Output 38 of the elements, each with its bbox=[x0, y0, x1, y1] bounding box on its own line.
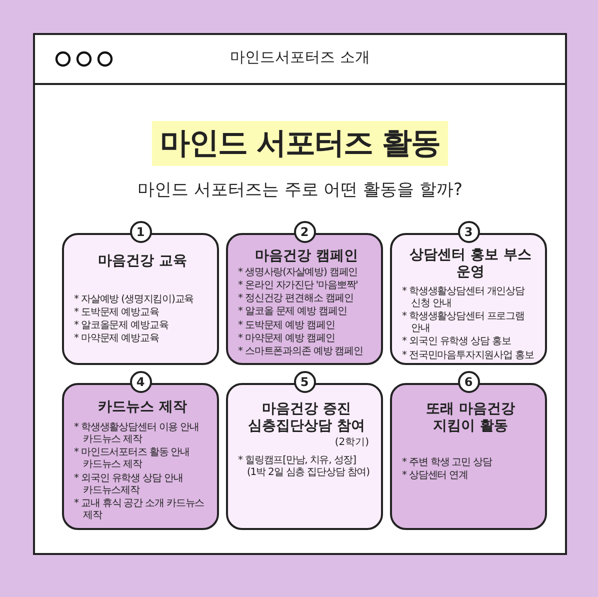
number-badge: 3 bbox=[458, 221, 480, 243]
number-badge: 6 bbox=[458, 371, 480, 393]
bullet-item: * 상담센터 연계 bbox=[402, 470, 469, 482]
bullet-item: * 외국인 유학생 상담 홍보 bbox=[402, 336, 512, 349]
bullet-item: * 마약문제 예방교육 bbox=[74, 333, 160, 346]
bullet-item: * 교내 휴식 공간 소개 카드뉴스 제작 bbox=[74, 498, 206, 522]
bullet-item: * 학생생활상담센터 이용 안내 카드뉴스 제작 bbox=[74, 422, 200, 446]
bullet-item: * 마인드서포터즈 활동 안내 카드뉴스 제작 bbox=[74, 447, 191, 472]
subtitle-question: 마인드 서포터즈는 주로 어떤 활동을 할까? bbox=[137, 179, 463, 201]
bullet-item: * 외국인 유학생 상담 안내 카드뉴스제작 bbox=[74, 472, 184, 497]
card-note: (2학기) bbox=[334, 436, 369, 449]
bullet-item: * 학생생활상담센터 개인상담 신청 안내 bbox=[402, 286, 526, 310]
window-title: 마인드서포터즈 소개 bbox=[230, 48, 370, 67]
number-badge: 4 bbox=[130, 371, 152, 393]
bullet-item: * 알코올문제 예방교육 bbox=[74, 320, 170, 332]
bullet-item: * 생명사랑(자살예방) 캠페인 bbox=[238, 266, 359, 279]
bullet-item: * 전국민마음투자지원사업 홍보 bbox=[402, 350, 535, 362]
bullet-item: * 주변 학생 고민 상담 bbox=[402, 456, 494, 469]
bullet-item: * 힐링캠프[만남, 치유, 성장] (1박 2일 심층 집단상담 참여) bbox=[238, 454, 370, 479]
bullet-item: * 마약문제 예방 캠페인 bbox=[238, 332, 336, 345]
highlighted-title: 마인드 서포터즈 활동 bbox=[152, 121, 448, 166]
bullet-item: * 자살예방 (생명지킴이)교육 bbox=[74, 294, 195, 306]
bullet-item: * 학생생활상담센터 프로그램 안내 bbox=[402, 310, 526, 336]
bullet-item: * 도박문제 예방 캠페인 bbox=[238, 320, 336, 332]
number-badge: 2 bbox=[294, 221, 316, 243]
card-heading: 카드뉴스 제작 bbox=[97, 399, 188, 416]
card-heading: 또래 마음건강 지킴이 활동 bbox=[425, 401, 516, 435]
bullet-item: * 알코올 문제 예방 캠페인 bbox=[238, 306, 348, 319]
card-heading: 마음건강 증진 심층집단상담 참여 bbox=[247, 401, 366, 435]
bullet-item: * 스마트폰과의존 예방 캠페인 bbox=[238, 346, 364, 358]
card-heading: 상담센터 홍보 부스 운영 bbox=[408, 247, 532, 281]
bullet-item: * 온라인 자가진단 '마음뽀짝' bbox=[238, 280, 359, 292]
bullet-item: * 도박문제 예방교육 bbox=[74, 306, 160, 320]
number-badge: 5 bbox=[294, 371, 316, 393]
card-heading: 마음건강 교육 bbox=[97, 253, 188, 270]
bullet-item: * 정신건강 편견해소 캠페인 bbox=[238, 293, 355, 306]
number-badge: 1 bbox=[130, 221, 152, 243]
card-heading: 마음건강 캠페인 bbox=[254, 248, 359, 265]
